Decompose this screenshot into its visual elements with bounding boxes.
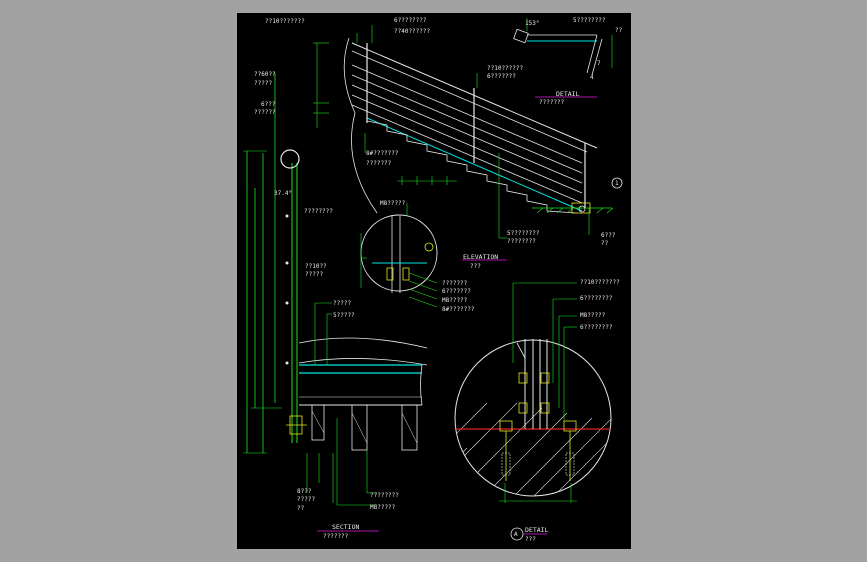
detail-marker-label: A [514,531,518,538]
label-stair-note-1: ??10?????? [487,65,524,72]
section-subtitle: ??????? [323,533,349,540]
section-title: SECTION [332,523,359,531]
label-m8-note: M8????? [380,200,406,207]
label-left-note-2: ????? [254,80,272,87]
small-detail-circle [360,203,438,308]
elevation-marker [611,177,623,189]
label-circle-note-4: 8#??????? [442,306,475,313]
angle-detail [513,18,613,98]
detail-subtitle: ??????? [539,99,565,106]
handrail-section-circle [280,149,300,169]
label-foot-note-4: ?? [601,240,609,247]
elevation-title: ELEVATION [463,253,498,261]
section-view [243,73,428,532]
label-detail-note: 5???????? [573,17,606,24]
label-top-note-1: 6???????? [394,17,427,24]
elevation-subtitle: ??? [470,263,481,270]
label-angle-left: 37.4° [274,190,292,197]
label-top-left-note: ??10??????? [265,18,305,25]
label-section-note-3: 8??? [297,488,312,495]
label-circle-note-2: 6??????? [442,288,471,295]
label-stair-note-2: 6??????? [487,73,516,80]
label-stair-note-4: ??????? [366,160,392,167]
label-section-note-7: M8????? [370,504,396,511]
label-detail-small-3: 4 [590,74,594,81]
label-section-note-6: ???????? [370,492,399,499]
label-foot-note-1: 5???????? [507,230,540,237]
label-big-detail-note-4: 6???????? [580,324,613,331]
label-section-note-4: ????? [297,496,315,503]
big-detail-subtitle: ??? [525,536,536,543]
label-section-note-1: ????? [333,300,351,307]
label-left-note-1: ??60?? [254,71,276,78]
label-big-detail-note-3: M8????? [580,312,606,319]
label-mid-note-2: ??10?? [305,263,327,270]
label-top-note-2: ??40?????? [394,28,431,35]
label-detail-angle: 153° [525,20,539,27]
label-detail-small-1: ?? [615,27,623,34]
label-foot-note-2: ???????? [507,238,536,245]
label-circle-note-3: M8????? [442,297,468,304]
elevation-view: 1 [313,25,623,261]
drawing-sheet: 1 [237,13,631,549]
big-detail-title: DETAIL [525,526,549,534]
label-stair-note-3: 8#??????? [366,150,399,157]
label-section-note-5: ?? [297,505,305,512]
label-circle-note-1: ??????? [442,280,468,287]
detail-title: DETAIL [556,90,580,98]
label-section-note-2: 5????? [333,312,355,319]
label-mid-note-3: ????? [305,271,323,278]
big-detail-circle [454,282,612,541]
label-big-detail-note-1: ??10??????? [580,279,620,286]
labels: ??10??????? 6???????? ??40?????? ??60?? … [254,17,623,543]
label-detail-small-2: 7 [597,60,601,67]
label-foot-note-3: 6??? [601,232,616,239]
label-mid-note-1: ???????? [304,208,333,215]
label-left-note-4: ?????? [254,109,276,116]
elevation-marker-label: 1 [615,180,619,187]
label-left-note-3: 6??? [261,101,276,108]
drawing-canvas: 1 [243,17,623,543]
label-big-detail-note-2: 6???????? [580,295,613,302]
